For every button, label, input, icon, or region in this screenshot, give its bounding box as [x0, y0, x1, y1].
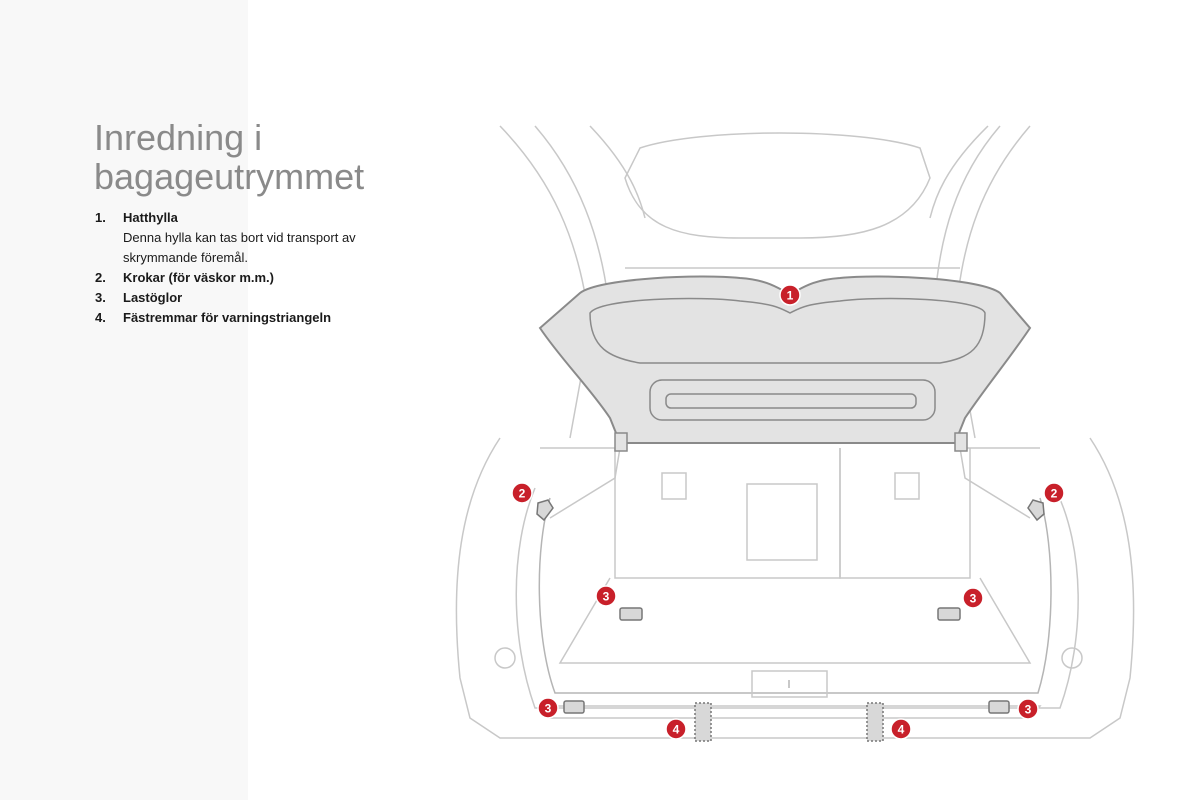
seat-latch-right [894, 472, 920, 500]
seat-back-right [839, 448, 971, 579]
seat-back-left [614, 448, 841, 579]
parcel-shelf-slot [665, 393, 917, 409]
trunk-inner-wall [538, 497, 1052, 694]
svg-text:1: 1 [787, 289, 794, 303]
lashing-eye-left [619, 607, 643, 621]
callout-3-right: 3 [962, 587, 984, 609]
rear-window [624, 132, 931, 239]
list-item-fastremmar: 4. Fästremmar för varningstriangeln [95, 308, 425, 328]
side-panel-left [540, 447, 621, 519]
lashing-eye-rear-right [988, 700, 1010, 714]
side-panel-right [959, 447, 1040, 519]
item-label: Lastöglor [123, 290, 183, 305]
shelf-clip-right [954, 432, 968, 452]
trunk-illustration: 1 2 2 3 3 3 3 4 [440, 118, 1140, 758]
callout-1: 1 [779, 284, 801, 306]
list-item-lastoglor: 3. Lastöglor [95, 288, 425, 308]
svg-text:2: 2 [519, 487, 526, 501]
callout-3-left: 3 [595, 585, 617, 607]
callout-2-right: 2 [1043, 482, 1065, 504]
lashing-eye-right [937, 607, 961, 621]
triangle-strap-right [866, 702, 884, 742]
item-number: 3. [95, 290, 106, 305]
svg-text:4: 4 [673, 723, 680, 737]
lamp-right [1061, 647, 1083, 669]
item-number: 2. [95, 270, 106, 285]
lashing-eye-rear-left [563, 700, 585, 714]
callout-3-rear-right: 3 [1017, 698, 1039, 720]
list-item-hatthylla: 1. Hatthylla Denna hylla kan tas bort vi… [95, 208, 425, 268]
svg-text:3: 3 [1025, 703, 1032, 717]
svg-text:2: 2 [1051, 487, 1058, 501]
shelf-clip-left [614, 432, 628, 452]
item-label: Fästremmar för varningstriangeln [123, 310, 332, 325]
svg-text:3: 3 [545, 702, 552, 716]
bag-hook-right [1027, 499, 1045, 522]
pillar-right [929, 125, 989, 219]
triangle-strap-left [694, 702, 712, 742]
item-number: 4. [95, 310, 106, 325]
item-label: Hatthylla [123, 210, 178, 225]
svg-text:3: 3 [970, 592, 977, 606]
svg-text:3: 3 [603, 590, 610, 604]
svg-text:4: 4 [898, 723, 905, 737]
body-inner-right [934, 125, 1001, 299]
callout-2-left: 2 [511, 482, 533, 504]
item-label: Krokar (för väskor m.m.) [123, 270, 274, 285]
lamp-left [494, 647, 516, 669]
trunk-drawing: 1 2 2 3 3 3 3 4 [455, 125, 1135, 742]
page-margin-band [0, 0, 248, 800]
list-item-krokar: 2. Krokar (för väskor m.m.) [95, 268, 425, 288]
parcel-shelf [538, 275, 1032, 444]
item-number: 1. [95, 210, 106, 225]
parcel-shelf-recess [589, 297, 986, 364]
trunk-floor [558, 577, 1032, 664]
seat-latch-left [661, 472, 687, 500]
body-outline-left [499, 125, 591, 439]
callout-4-right: 4 [890, 718, 912, 740]
callout-3-rear-left: 3 [537, 697, 559, 719]
item-description: Denna hylla kan tas bort vid transport a… [123, 230, 356, 265]
bag-hook-left [536, 499, 554, 522]
parcel-shelf-grip [649, 379, 936, 421]
seat-armrest-hatch [746, 483, 818, 561]
floor-handle-recess [751, 670, 828, 698]
page-title: Inredning i bagageutrymmet [94, 117, 365, 197]
trunk-opening [515, 487, 1079, 709]
body-inner-left [534, 125, 609, 299]
bumper-outline [455, 437, 1135, 739]
callout-4-left: 4 [665, 718, 687, 740]
component-list: 1. Hatthylla Denna hylla kan tas bort vi… [95, 208, 425, 328]
